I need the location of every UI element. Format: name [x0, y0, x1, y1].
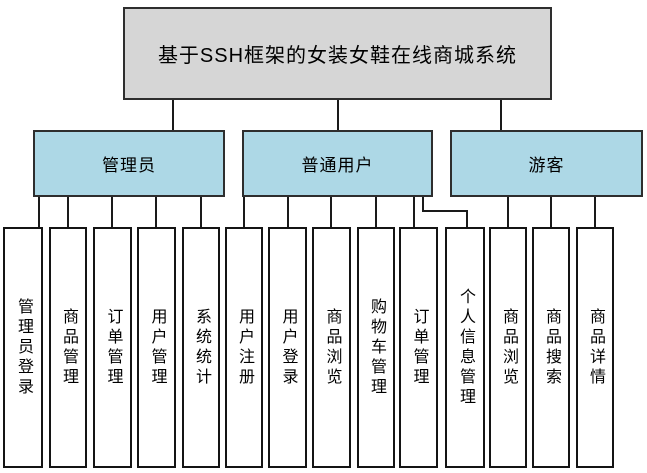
leaf-node-guest-browse: 商品浏览	[489, 227, 527, 468]
connector-line	[111, 197, 113, 228]
root-node-label: 基于SSH框架的女装女鞋在线商城系统	[157, 45, 518, 67]
leaf-node-label: 系统统计	[193, 307, 210, 388]
leaf-node-label: 商品详情	[587, 307, 604, 388]
connector-line	[330, 197, 332, 228]
connector-line	[413, 197, 415, 228]
connector-line	[500, 100, 502, 130]
connector-line	[38, 197, 40, 228]
branch-node-guest: 游客	[450, 130, 643, 197]
leaf-node-guest-detail: 商品详情	[576, 227, 614, 468]
connector-elbow-line	[466, 210, 468, 227]
leaf-node-label: 商品搜索	[543, 307, 560, 388]
leaf-node-order-mgmt-user: 订单管理	[399, 227, 438, 468]
leaf-node-label: 订单管理	[104, 307, 122, 388]
leaf-node-label: 购物车管理	[368, 297, 385, 398]
connector-line	[507, 197, 509, 228]
leaf-node-admin-login: 管理员登录	[3, 227, 43, 468]
leaf-node-label: 个人信息管理	[457, 287, 474, 408]
leaf-node-user-register: 用户注册	[225, 227, 263, 468]
connector-line	[67, 197, 69, 228]
leaf-node-label: 用户注册	[236, 307, 253, 388]
root-node-title: 基于SSH框架的女装女鞋在线商城系统	[123, 7, 552, 100]
leaf-node-cart-mgmt: 购物车管理	[357, 227, 395, 468]
connector-elbow-line	[422, 210, 468, 212]
leaf-node-product-browse: 商品浏览	[312, 227, 351, 468]
connector-line	[200, 197, 202, 228]
leaf-node-product-mgmt: 商品管理	[49, 227, 87, 468]
connector-line	[375, 197, 377, 228]
leaf-node-label: 订单管理	[410, 307, 428, 388]
branch-node-label: 普通用户	[301, 156, 374, 175]
connector-line	[594, 197, 596, 228]
connector-line	[243, 197, 245, 228]
leaf-node-label: 管理员登录	[15, 297, 32, 398]
branch-node-user: 普通用户	[242, 130, 433, 197]
leaf-node-label: 商品管理	[60, 307, 77, 388]
leaf-node-order-mgmt: 订单管理	[93, 227, 132, 468]
leaf-node-user-login: 用户登录	[268, 227, 307, 468]
connector-line	[155, 197, 157, 228]
connector-line	[172, 100, 174, 130]
connector-line	[287, 197, 289, 228]
leaf-node-guest-search: 商品搜索	[532, 227, 570, 468]
connector-elbow-line	[422, 197, 424, 212]
branch-node-label: 游客	[528, 156, 565, 175]
leaf-node-system-stats: 系统统计	[182, 227, 220, 468]
connector-line	[550, 197, 552, 228]
leaf-node-label: 用户管理	[148, 307, 166, 388]
leaf-node-personal-info: 个人信息管理	[445, 227, 485, 468]
branch-node-label: 管理员	[102, 156, 156, 175]
leaf-node-user-mgmt: 用户管理	[137, 227, 176, 468]
leaf-node-label: 用户登录	[279, 307, 297, 388]
leaf-node-label: 商品浏览	[500, 307, 517, 388]
connector-line	[337, 100, 339, 130]
branch-node-admin: 管理员	[33, 130, 225, 197]
leaf-node-label: 商品浏览	[323, 307, 341, 388]
